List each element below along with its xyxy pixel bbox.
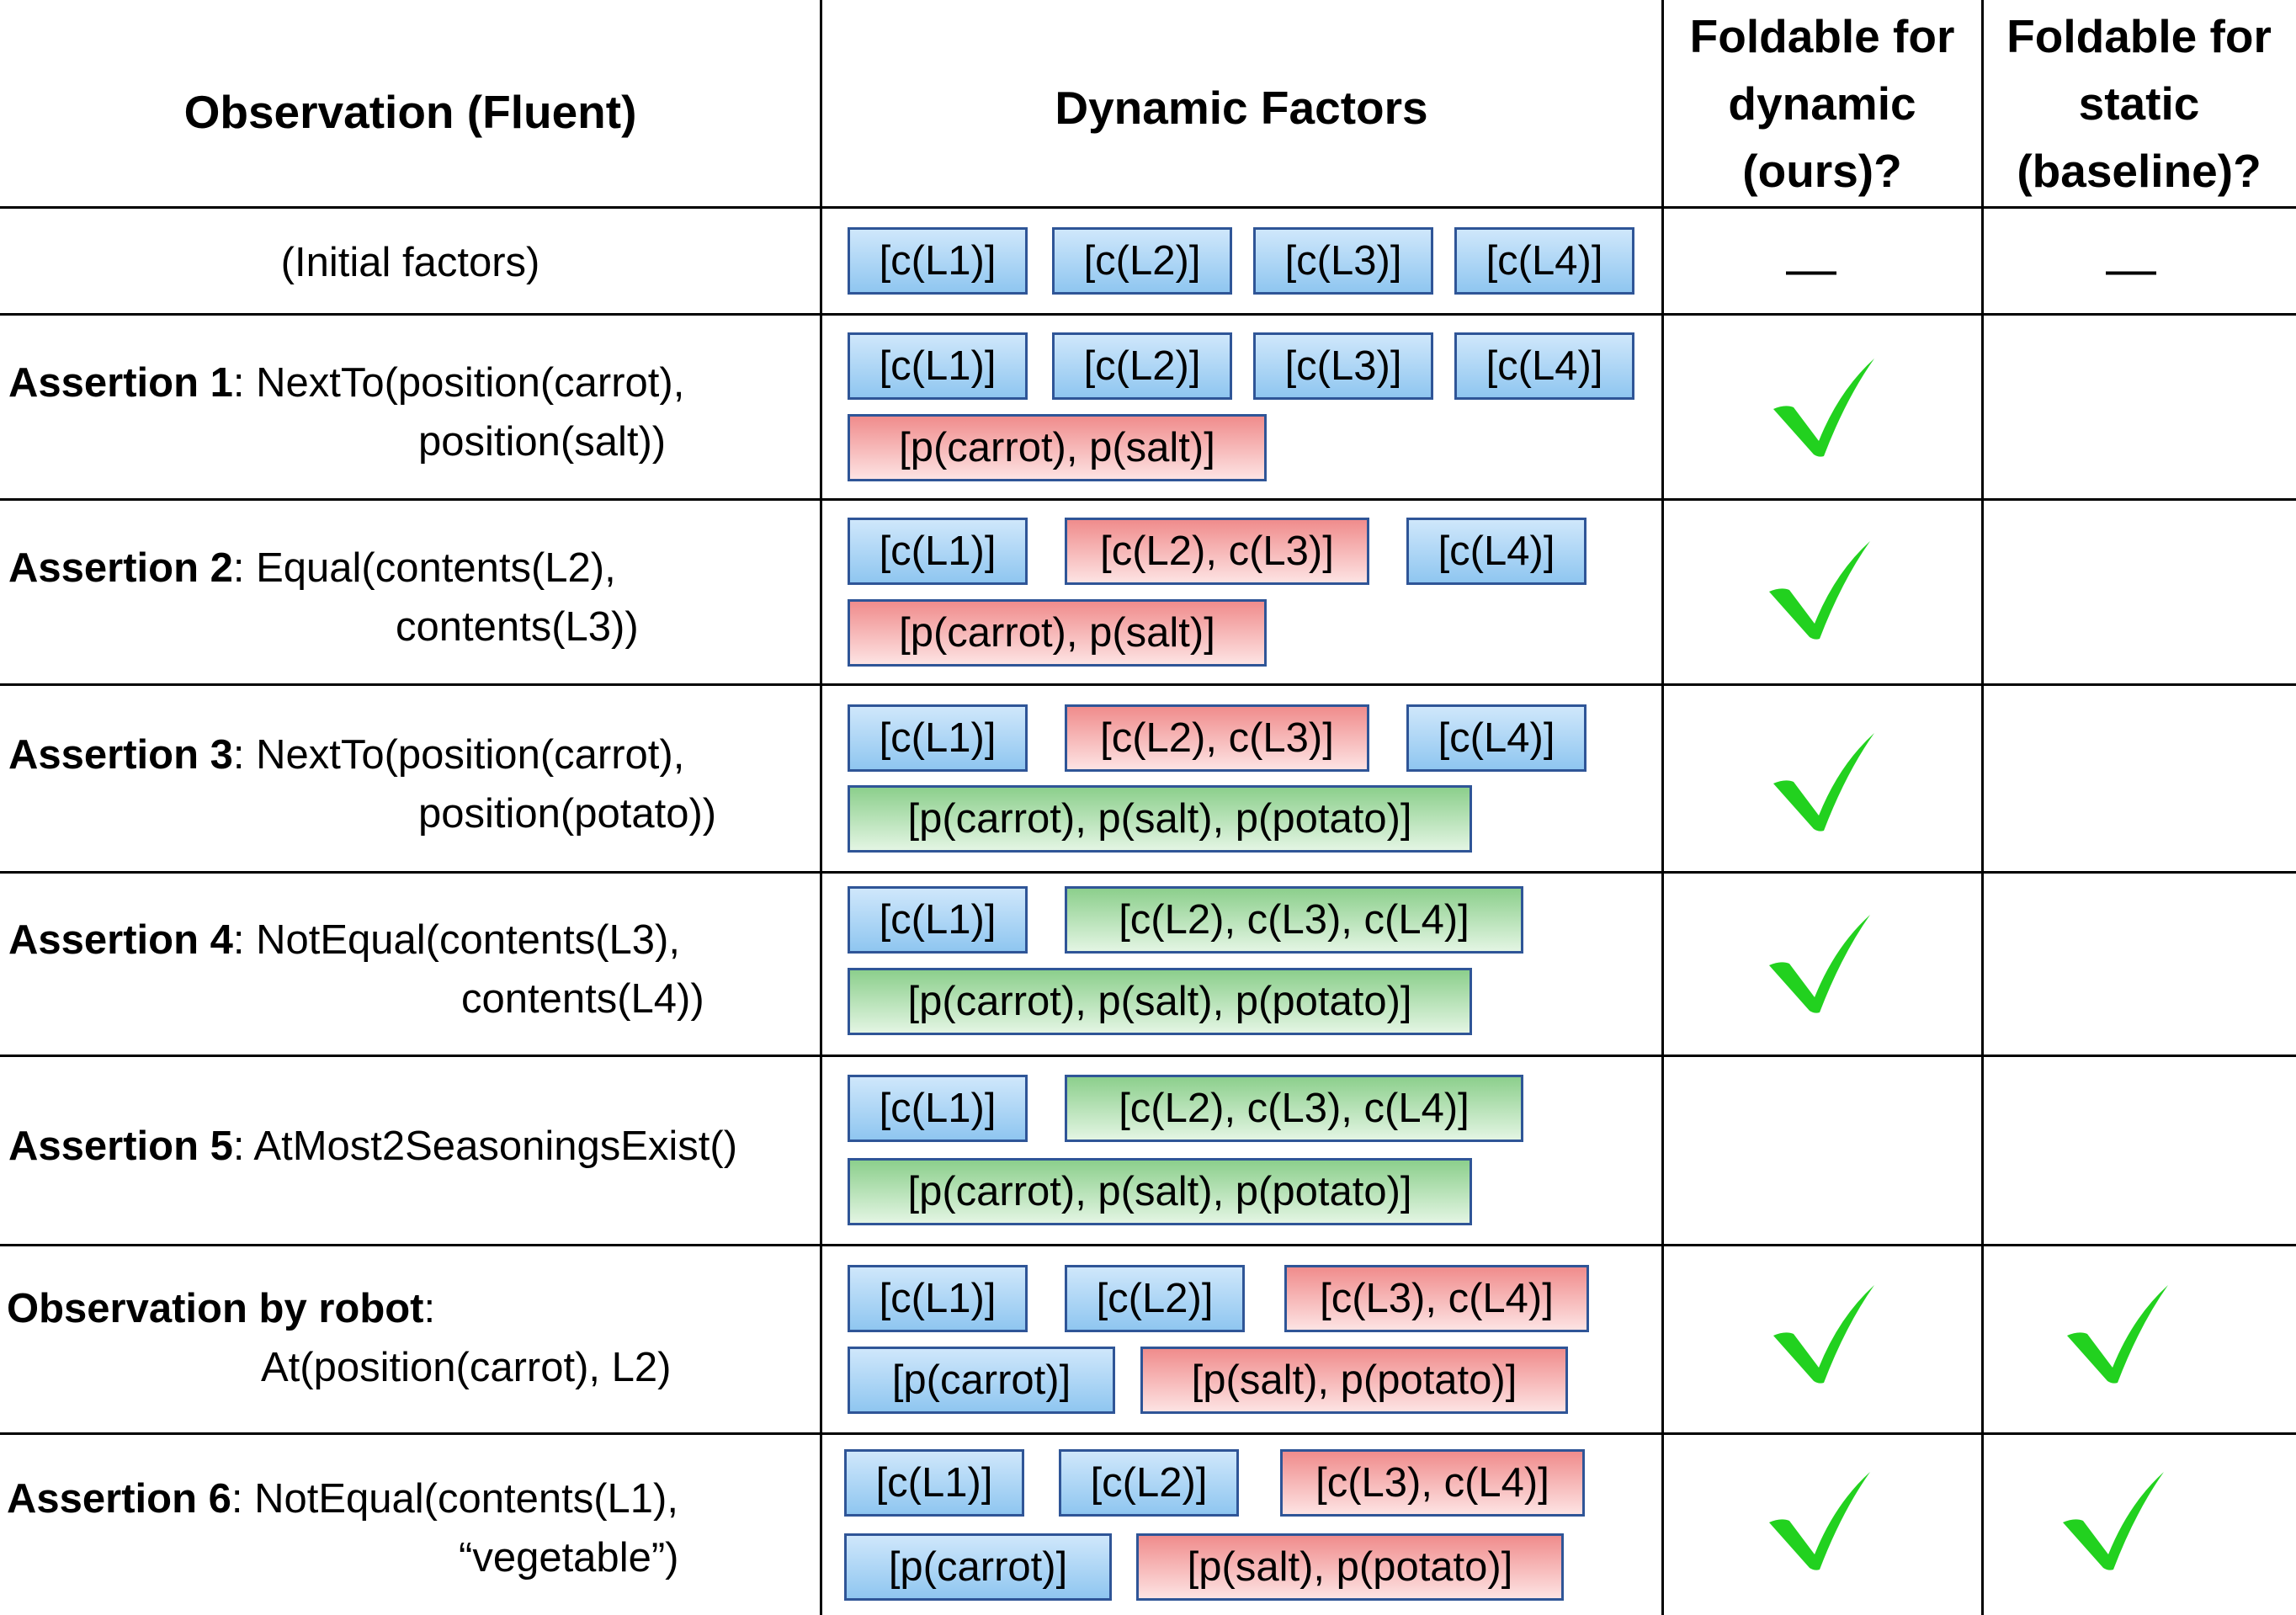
grid-line: [0, 1055, 2296, 1057]
factor-chip: [c(L1)]: [848, 704, 1028, 772]
dynamic-dash: —: [1786, 241, 1836, 297]
static-dash: —: [2106, 241, 2156, 297]
factor-chip: [p(salt), p(potato)]: [1136, 1533, 1564, 1601]
initial-factors-label: (Initial factors): [280, 240, 540, 285]
factor-chip: [c(L1)]: [848, 227, 1028, 295]
row-label: Assertion 4: [8, 917, 233, 963]
checkmark-icon: [1769, 1472, 1870, 1570]
grid-line: [0, 313, 2296, 316]
row-fluent-line1: : NextTo(position(carrot),: [232, 360, 685, 406]
row-fluent-line2: position(potato)): [418, 791, 717, 837]
checkmark-icon: [2063, 1472, 2164, 1570]
factor-chip: [p(carrot)]: [848, 1347, 1115, 1414]
grid-line: [820, 0, 822, 1615]
header-foldable-static: Foldable for static (baseline)?: [2006, 10, 2272, 197]
row-label: Assertion 6: [7, 1476, 231, 1522]
row-fluent-line1: : Equal(contents(L2),: [232, 545, 616, 591]
checkmark-icon: [1769, 915, 1870, 1013]
factor-chip: [c(L4)]: [1406, 518, 1586, 585]
row-label: Observation by robot: [7, 1286, 424, 1331]
grid-line: [1981, 0, 1984, 1615]
factor-chip: [c(L3), c(L4)]: [1280, 1449, 1585, 1517]
factor-chip: [c(L2)]: [1065, 1265, 1245, 1332]
grid-line: [0, 206, 2296, 209]
factor-chip: [p(carrot), p(salt), p(potato)]: [848, 968, 1472, 1035]
factor-chip: [c(L4)]: [1454, 227, 1634, 295]
checkmark-icon: [1773, 733, 1874, 831]
factor-chip: [p(carrot), p(salt), p(potato)]: [848, 785, 1472, 853]
factor-chip: [c(L2), c(L3)]: [1065, 518, 1369, 585]
factor-chip: [c(L2)]: [1059, 1449, 1239, 1517]
factor-chip: [p(carrot), p(salt)]: [848, 599, 1267, 667]
factor-chip: [c(L1)]: [848, 1265, 1028, 1332]
row-fluent-line2: “vegetable”): [459, 1535, 679, 1580]
factor-chip: [c(L4)]: [1454, 332, 1634, 400]
row-7-observation: Assertion 6: NotEqual(contents(L1), “veg…: [7, 1469, 815, 1587]
factor-chip: [p(carrot)]: [844, 1533, 1112, 1601]
row-fluent-line1: : NotEqual(contents(L1),: [231, 1476, 678, 1522]
factor-chip: [p(salt), p(potato)]: [1140, 1347, 1568, 1414]
row-fluent-line2: contents(L3)): [396, 604, 639, 650]
row-fluent-line1: : NextTo(position(carrot),: [232, 732, 685, 778]
factor-chip: [p(carrot), p(salt)]: [848, 414, 1267, 481]
factor-chip: [c(L2), c(L3), c(L4)]: [1065, 886, 1523, 954]
row-6-observation: Observation by robot: At(position(carrot…: [7, 1279, 815, 1397]
row-fluent-line2: At(position(carrot), L2): [261, 1345, 672, 1390]
factor-chip: [p(carrot), p(salt), p(potato)]: [848, 1158, 1472, 1225]
row-fluent-line1: : AtMost2SeasoningsExist(): [232, 1124, 738, 1169]
row-5-observation: Assertion 5: AtMost2SeasoningsExist(): [8, 1117, 816, 1176]
row-fluent-line2: contents(L4)): [461, 976, 704, 1022]
factor-chip: [c(L3)]: [1253, 227, 1433, 295]
factor-chip: [c(L1)]: [844, 1449, 1024, 1517]
factor-chip: [c(L2), c(L3)]: [1065, 704, 1369, 772]
grid-line: [1661, 0, 1664, 1615]
row-fluent-line1: :: [423, 1286, 436, 1331]
row-label: Assertion 3: [8, 732, 233, 778]
checkmark-icon: [1773, 359, 1874, 457]
row-3-observation: Assertion 3: NextTo(position(carrot), po…: [8, 725, 816, 843]
row-label: Assertion 5: [8, 1124, 233, 1169]
grid-line: [0, 498, 2296, 501]
grid-line: [0, 871, 2296, 874]
factor-chip: [c(L3), c(L4)]: [1284, 1265, 1589, 1332]
grid-line: [0, 1244, 2296, 1246]
factor-chip: [c(L1)]: [848, 332, 1028, 400]
factor-chip: [c(L1)]: [848, 1075, 1028, 1142]
row-1-observation: Assertion 1: NextTo(position(carrot), po…: [8, 353, 816, 471]
factor-chip: [c(L1)]: [848, 518, 1028, 585]
factor-chip: [c(L4)]: [1406, 704, 1586, 772]
factor-chip: [c(L2)]: [1052, 227, 1232, 295]
row-2-observation: Assertion 2: Equal(contents(L2), content…: [8, 539, 816, 656]
row-label: Assertion 1: [8, 360, 233, 406]
row-label: Assertion 2: [8, 545, 233, 591]
header-foldable-dynamic: Foldable for dynamic (ours)?: [1689, 10, 1955, 197]
row-fluent-line2: position(salt)): [418, 419, 667, 465]
grid-line: [0, 1432, 2296, 1435]
factor-chip: [c(L2), c(L3), c(L4)]: [1065, 1075, 1523, 1142]
header-observation: Observation (Fluent): [183, 86, 637, 138]
row-fluent-line1: : NotEqual(contents(L3),: [232, 917, 680, 963]
grid-line: [0, 683, 2296, 686]
factor-chip: [c(L2)]: [1052, 332, 1232, 400]
checkmark-icon: [1769, 541, 1870, 640]
checkmark-icon: [2067, 1285, 2168, 1384]
factor-chip: [c(L1)]: [848, 886, 1028, 954]
checkmark-icon: [1773, 1285, 1874, 1384]
factor-chip: [c(L3)]: [1253, 332, 1433, 400]
header-dynamic-factors: Dynamic Factors: [1055, 82, 1428, 134]
row-4-observation: Assertion 4: NotEqual(contents(L3), cont…: [8, 911, 816, 1028]
